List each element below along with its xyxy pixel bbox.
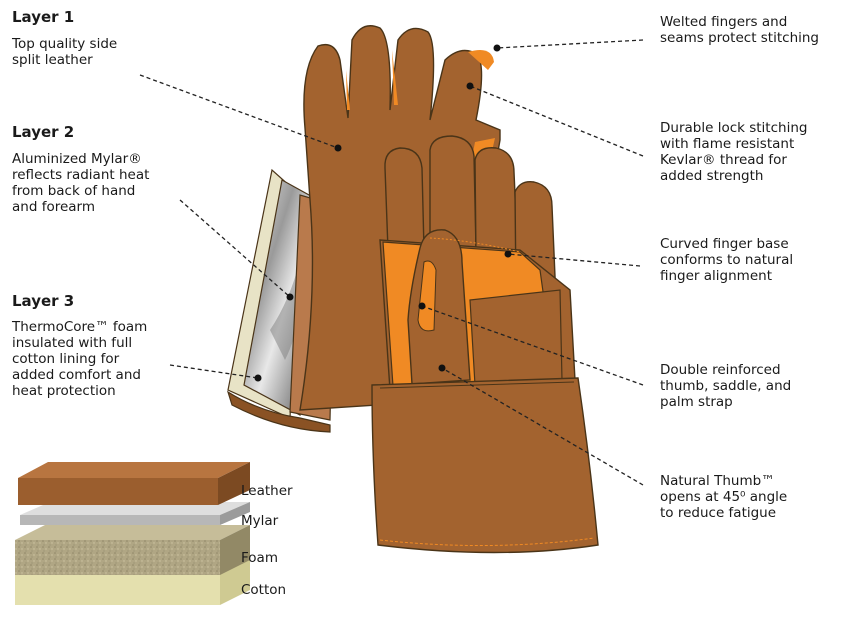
material-stack: [15, 462, 250, 605]
layer-2-desc-line: and forearm: [12, 199, 95, 216]
layer-2-desc-line: from back of hand: [12, 183, 135, 200]
feature-line: thumb, saddle, and: [660, 378, 791, 395]
front-glove: [372, 136, 598, 553]
feature-line: Kevlar® thread for: [660, 152, 787, 169]
layer-3-desc-line: cotton lining for: [12, 351, 119, 368]
layer-3-desc-line: added comfort and: [12, 367, 141, 384]
layer-1-desc-line: Top quality side: [12, 36, 117, 53]
feature-line: Durable lock stitching: [660, 120, 807, 137]
feature-line: palm strap: [660, 394, 733, 411]
feature-line: conforms to natural: [660, 252, 793, 269]
layer-3-desc-line: insulated with full: [12, 335, 132, 352]
feature-line: Curved finger base: [660, 236, 789, 253]
layer-3-desc-line: ThermoCore™ foam: [12, 319, 147, 336]
feature-line: opens at 45⁰ angle: [660, 489, 787, 506]
feature-line: Double reinforced: [660, 362, 781, 379]
feature-line: added strength: [660, 168, 763, 185]
material-label-mylar: Mylar: [241, 513, 278, 529]
layer-1-title: Layer 1: [12, 8, 74, 26]
feature-line: Natural Thumb™: [660, 473, 775, 490]
layer-2-title: Layer 2: [12, 123, 74, 141]
material-label-leather: Leather: [241, 483, 293, 499]
layer-1-desc-line: split leather: [12, 52, 93, 69]
layer-2-desc-line: Aluminized Mylar®: [12, 151, 142, 168]
feature-line: seams protect stitching: [660, 30, 819, 47]
feature-line: with flame resistant: [660, 136, 794, 153]
layer-3-desc-line: heat protection: [12, 383, 116, 400]
material-label-cotton: Cotton: [241, 582, 286, 598]
feature-line: to reduce fatigue: [660, 505, 776, 522]
layer-3-title: Layer 3: [12, 292, 74, 310]
feature-line: finger alignment: [660, 268, 772, 285]
layer-2-desc-line: reflects radiant heat: [12, 167, 149, 184]
material-label-foam: Foam: [241, 550, 278, 566]
feature-line: Welted fingers and: [660, 14, 787, 31]
